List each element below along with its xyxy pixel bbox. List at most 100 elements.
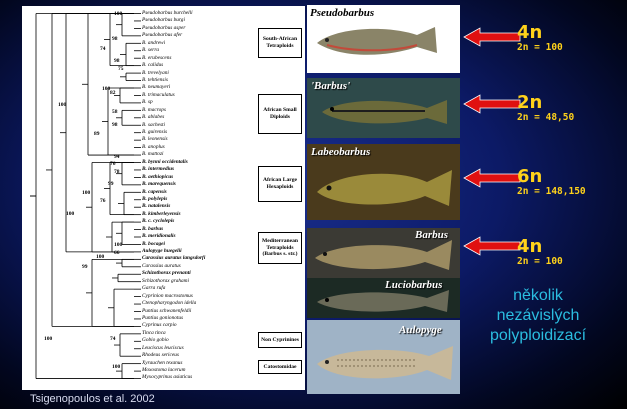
taxon-label: B. tehtiensis — [142, 77, 252, 84]
fish-photo-barbus-small: 'Barbus' — [307, 78, 460, 138]
arrow-left-icon — [462, 236, 522, 256]
taxon-label: B. sachesti — [142, 122, 252, 129]
clade-group-box: South-African Tetraploids — [258, 28, 302, 58]
taxon-label: Tinca tinca — [142, 330, 252, 337]
taxon-label: Puntius schwanenfeldii — [142, 308, 252, 315]
bootstrap-value: 66 — [114, 250, 120, 256]
arrow-left-icon — [462, 168, 522, 188]
taxon-label: Xyrauchen texanus — [142, 360, 252, 367]
bootstrap-value: 100 — [112, 364, 120, 370]
bootstrap-value: 74 — [100, 46, 106, 52]
fish-label: Pseudobarbus — [310, 7, 374, 19]
chromosome-count: 2n = 48,50 — [517, 112, 574, 123]
taxon-label: B. trevelyani — [142, 70, 252, 77]
taxon-label: B. serra — [142, 47, 252, 54]
bootstrap-value: 58 — [112, 109, 118, 115]
fish-label: 'Barbus' — [311, 80, 350, 92]
taxon-label: Puntius gonionotus — [142, 315, 252, 322]
taxon-label: B. natalensis — [142, 203, 252, 210]
taxon-label: B. intermedius — [142, 166, 252, 173]
taxon-label: Schizothorax grahami — [142, 278, 252, 285]
fish-label: Aulopyge — [399, 324, 442, 336]
taxon-label: B. c. cyclolepis — [142, 218, 252, 225]
ploidy-level: 4n — [517, 238, 563, 256]
bootstrap-value: 94 — [114, 154, 120, 160]
taxon-label: Leuciscus leuciscus — [142, 345, 252, 352]
taxon-label: Pseudobarbus afer — [142, 32, 252, 39]
bootstrap-value: 74 — [110, 336, 116, 342]
taxon-label: Rhodeus sericeus — [142, 352, 252, 359]
taxon-label: B. anoplus — [142, 144, 252, 151]
bootstrap-value: 99 — [108, 181, 114, 187]
taxon-label: B. barbus — [142, 226, 252, 233]
taxon-label: Ctenopharyngodon idella — [142, 300, 252, 307]
fish-photo-barbus: Barbus — [307, 228, 460, 278]
bootstrap-value: 98 — [112, 36, 118, 42]
taxon-label: B. capensis — [142, 189, 252, 196]
taxon-label: B. mattozi — [142, 151, 252, 158]
fish-photo-pseudobarbus: Pseudobarbus — [307, 5, 460, 73]
taxon-label: Pseudobarbus burchelli — [142, 10, 252, 17]
taxon-label: Garra rufa — [142, 285, 252, 292]
bootstrap-value: 100 — [58, 102, 66, 108]
taxon-label: B. sp — [142, 99, 252, 106]
bootstrap-value: 100 — [44, 336, 52, 342]
bootstrap-value: 100 — [114, 11, 122, 17]
arrow-left-icon — [462, 27, 522, 47]
taxon-label: B. polylepis — [142, 196, 252, 203]
fish-label: Labeobarbus — [311, 146, 370, 158]
clade-group-box: African Small Diploids — [258, 94, 302, 134]
clade-group-box: Mediterranean Tetraploids (Barbus s. str… — [258, 232, 302, 264]
taxon-label: Cyprinus carpio — [142, 322, 252, 329]
ploidy-level: 2n — [517, 94, 574, 112]
bootstrap-value: 78 — [114, 169, 120, 175]
taxon-label: B. aethiopicus — [142, 174, 252, 181]
ploidy-label: 6n 2n = 148,150 — [517, 168, 586, 197]
taxon-label: Gobio gobio — [142, 337, 252, 344]
note-line: několik — [468, 286, 608, 306]
bootstrap-value: 99 — [82, 264, 88, 270]
taxon-label: B. neumayeri — [142, 84, 252, 91]
fish-photo-luciobarbus: Luciobarbus — [307, 278, 460, 318]
bootstrap-value: 100 — [102, 86, 110, 92]
ploidy-level: 4n — [517, 24, 563, 42]
taxon-label: B. ablabes — [142, 114, 252, 121]
taxon-label: B. macrops — [142, 107, 252, 114]
taxon-label: B. bynni occidentalis — [142, 159, 252, 166]
citation: Tsigenopoulos et al. 2002 — [30, 393, 155, 405]
ploidy-label: 4n 2n = 100 — [517, 24, 563, 53]
taxon-label: Myxocyprinus asiaticus — [142, 374, 252, 381]
bootstrap-value: 76 — [110, 161, 116, 167]
polyploidization-note: několik nezávislých polyploidizací — [468, 286, 608, 346]
ploidy-label: 4n 2n = 100 — [517, 238, 563, 267]
clade-group-box: Catostomidae — [258, 360, 302, 374]
taxon-label: B. guirensis — [142, 129, 252, 136]
chromosome-count: 2n = 100 — [517, 42, 563, 53]
taxon-label: B. kimberleyensis — [142, 211, 252, 218]
fish-photo-aulopyge: Aulopyge — [307, 320, 460, 394]
bootstrap-value: 100 — [114, 242, 122, 248]
taxon-label: Pseudobarbus burgi — [142, 17, 252, 24]
taxon-label: Pseudobarbus asper — [142, 25, 252, 32]
taxon-label: Schizothorax prenanti — [142, 270, 252, 277]
bootstrap-value: 82 — [110, 90, 116, 96]
bootstrap-value: 98 — [112, 122, 118, 128]
bootstrap-value: 89 — [94, 131, 100, 137]
taxon-label: Cyprinion macrostomus — [142, 293, 252, 300]
fish-photo-labeobarbus: Labeobarbus — [307, 144, 460, 220]
bootstrap-value: 98 — [114, 58, 120, 64]
bootstrap-value: 100 — [82, 190, 90, 196]
taxon-label: Moxostoma lacerum — [142, 367, 252, 374]
note-line: nezávislých — [468, 306, 608, 326]
taxon-label: Carassius auratus langsdorfi — [142, 255, 252, 262]
taxon-label: Aulopyge huegelii — [142, 248, 252, 255]
bootstrap-value: 100 — [96, 254, 104, 260]
clade-group-box: African Large Hexaploids — [258, 166, 302, 202]
bootstrap-value: 100 — [66, 211, 74, 217]
bootstrap-value: 75 — [118, 66, 124, 72]
bootstrap-value: 76 — [100, 198, 106, 204]
fish-label: Barbus — [415, 229, 448, 241]
ploidy-level: 6n — [517, 168, 586, 186]
taxon-label: Carassius auratus — [142, 263, 252, 270]
